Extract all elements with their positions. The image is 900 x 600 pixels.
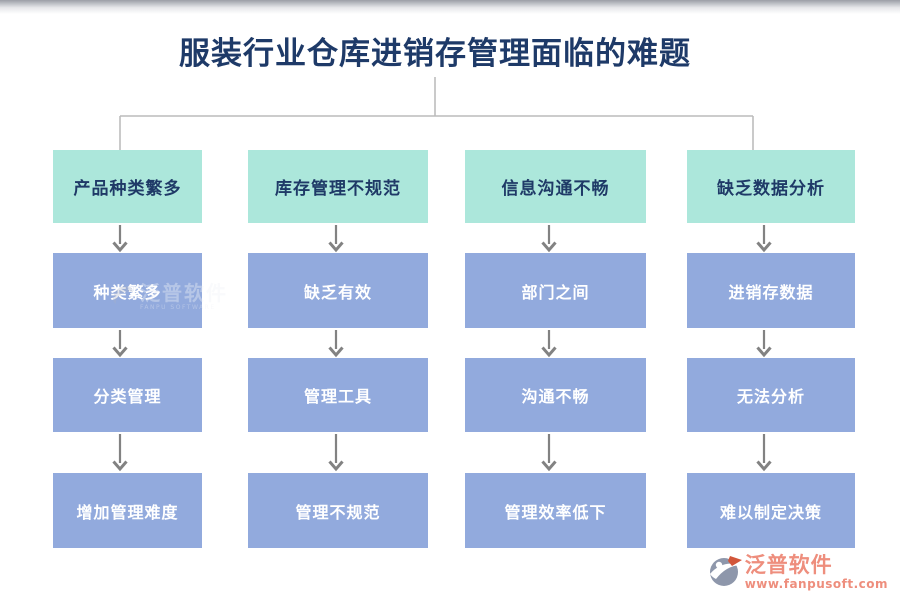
detail-box: 难以制定决策 — [687, 473, 855, 548]
down-arrow-head — [112, 241, 128, 253]
down-arrow-head — [328, 460, 344, 472]
category-header-box: 缺乏数据分析 — [687, 150, 855, 223]
down-arrow-head — [541, 460, 557, 472]
detail-box: 管理效率低下 — [465, 473, 646, 548]
detail-box: 种类繁多 — [53, 253, 202, 328]
detail-box: 部门之间 — [465, 253, 646, 328]
down-arrow-head — [112, 460, 128, 472]
detail-box: 进销存数据 — [687, 253, 855, 328]
down-arrow-head — [328, 241, 344, 253]
fanpu-logo-icon — [709, 556, 742, 586]
detail-box: 分类管理 — [53, 358, 202, 432]
down-arrow-head — [541, 346, 557, 358]
category-header-box: 信息沟通不畅 — [465, 150, 646, 223]
page-title: 服装行业仓库进销存管理面临的难题 — [179, 36, 691, 72]
detail-box: 缺乏有效 — [248, 253, 428, 328]
detail-box: 管理工具 — [248, 358, 428, 432]
brand-logo: 泛普软件 www.fanpusoft.com — [709, 553, 888, 592]
brand-name: 泛普软件 — [744, 553, 833, 577]
down-arrow-head — [112, 346, 128, 358]
detail-box: 沟通不畅 — [465, 358, 646, 432]
detail-box: 无法分析 — [687, 358, 855, 432]
down-arrow-head — [328, 346, 344, 358]
down-arrow-head — [756, 346, 772, 358]
down-arrow-head — [756, 241, 772, 253]
down-arrow-head — [756, 460, 772, 472]
category-header-box: 产品种类繁多 — [53, 150, 202, 223]
detail-box: 增加管理难度 — [53, 473, 202, 548]
brand-url: www.fanpusoft.com — [744, 577, 888, 591]
category-header-box: 库存管理不规范 — [248, 150, 428, 223]
detail-box: 管理不规范 — [248, 473, 428, 548]
down-arrow-head — [541, 241, 557, 253]
